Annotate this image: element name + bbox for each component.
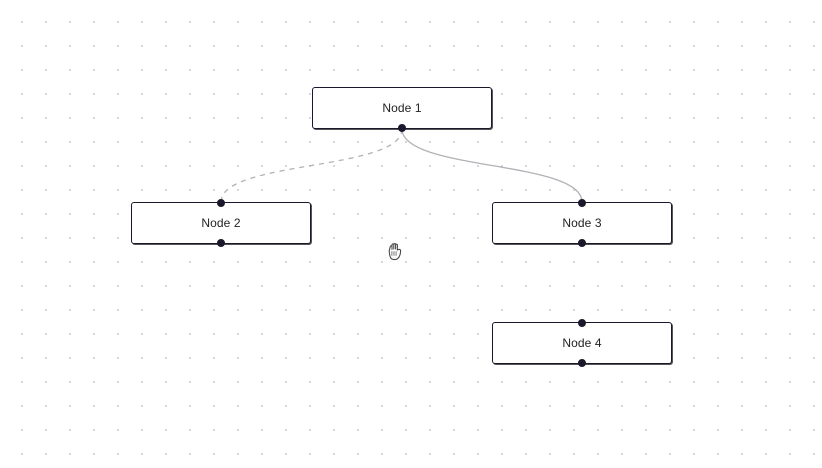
node-3-handle-top[interactable] [578,199,586,207]
node-4[interactable]: Node 4 [492,319,672,367]
node-1-label: Node 1 [382,101,422,115]
node-2-label: Node 2 [201,216,241,230]
node-4-handle-bottom[interactable] [578,359,586,367]
node-3-handle-bottom[interactable] [578,239,586,247]
grabbing-hand-cursor-icon [388,243,402,261]
node-4-handle-top[interactable] [578,319,586,327]
edge-node1-node2 [220,128,403,203]
node-3-label: Node 3 [562,216,602,230]
node-2-handle-bottom[interactable] [217,239,225,247]
node-1-handle-bottom[interactable] [398,124,406,132]
node-1[interactable]: Node 1 [312,87,492,132]
node-2[interactable]: Node 2 [131,199,311,247]
node-4-label: Node 4 [562,336,602,350]
edge-node1-node3 [401,128,583,203]
node-3[interactable]: Node 3 [492,199,672,247]
node-2-handle-top[interactable] [217,199,225,207]
